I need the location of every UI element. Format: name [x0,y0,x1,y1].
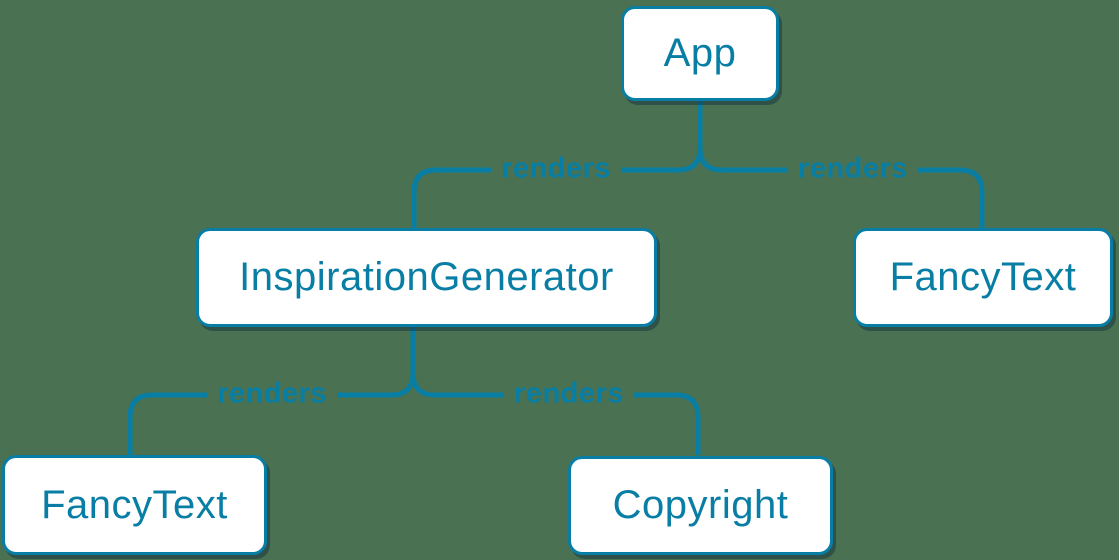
edge-label-renders-app-fancytext: renders [788,152,918,186]
node-app-label: App [663,31,737,75]
node-inspiration-generator-label: InspirationGenerator [239,255,614,299]
node-fancy-text-bottom: FancyText [2,455,267,555]
node-app: App [621,6,779,101]
node-copyright: Copyright [568,456,833,555]
node-fancy-text-top-label: FancyText [889,255,1077,299]
edge-label-renders-inspirationgenerator-fancytext: renders [207,377,337,411]
edge-label-renders-app-inspirationgenerator: renders [491,152,621,186]
node-fancy-text-top: FancyText [853,228,1113,327]
node-inspiration-generator: InspirationGenerator [196,228,657,327]
node-copyright-label: Copyright [612,483,789,527]
edge-label-renders-inspirationgenerator-copyright: renders [504,377,634,411]
node-fancy-text-bottom-label: FancyText [41,482,228,527]
